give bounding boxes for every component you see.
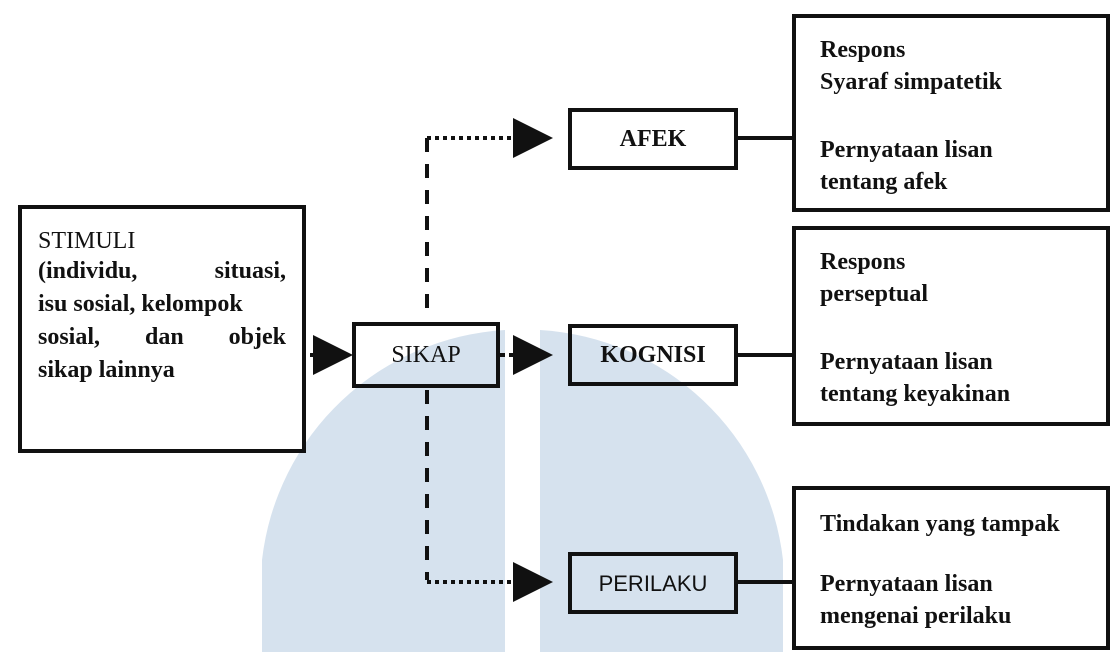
stimuli-line-2: isu sosial, kelompok <box>38 291 243 317</box>
perilaku-response-box: Tindakan yang tampak Pernyataan lisan me… <box>792 486 1110 650</box>
kognisi-response-line-4: tentang keyakinan <box>820 381 1011 407</box>
perilaku-response-line-2: Pernyataan lisan <box>820 571 993 597</box>
afek-response-line-4: tentang afek <box>820 169 948 195</box>
afek-response-line-3: Pernyataan lisan <box>820 137 993 163</box>
stimuli-line-4: sikap lainnya <box>38 357 175 383</box>
afek-label: AFEK <box>619 125 687 152</box>
sikap-label: SIKAP <box>391 341 461 368</box>
kognisi-response-line-2: perseptual <box>820 281 928 307</box>
afek-response-box: Respons Syaraf simpatetik Pernyataan lis… <box>792 14 1110 212</box>
perilaku-response-line-1: Tindakan yang tampak <box>820 511 1060 537</box>
stimuli-line-3: sosial, dan objek <box>38 324 286 350</box>
stimuli-box: STIMULI (individu, situasi, isu sosial, … <box>18 205 306 453</box>
kognisi-response-line-3: Pernyataan lisan <box>820 349 993 375</box>
kognisi-response-box: Respons perseptual Pernyataan lisan tent… <box>792 226 1110 426</box>
kognisi-node: KOGNISI <box>568 324 738 386</box>
sikap-node: SIKAP <box>352 322 500 388</box>
kognisi-label: KOGNISI <box>600 341 706 368</box>
stimuli-title: STIMULI <box>38 228 136 254</box>
perilaku-label: PERILAKU <box>598 570 708 596</box>
kognisi-response-line-1: Respons <box>820 249 906 275</box>
afek-response-line-2: Syaraf simpatetik <box>820 69 1002 95</box>
afek-node: AFEK <box>568 108 738 170</box>
stimuli-line-1: (individu, situasi, <box>38 258 286 284</box>
perilaku-node: PERILAKU <box>568 552 738 614</box>
afek-response-line-1: Respons <box>820 37 906 63</box>
perilaku-response-line-3: mengenai perilaku <box>820 603 1012 629</box>
